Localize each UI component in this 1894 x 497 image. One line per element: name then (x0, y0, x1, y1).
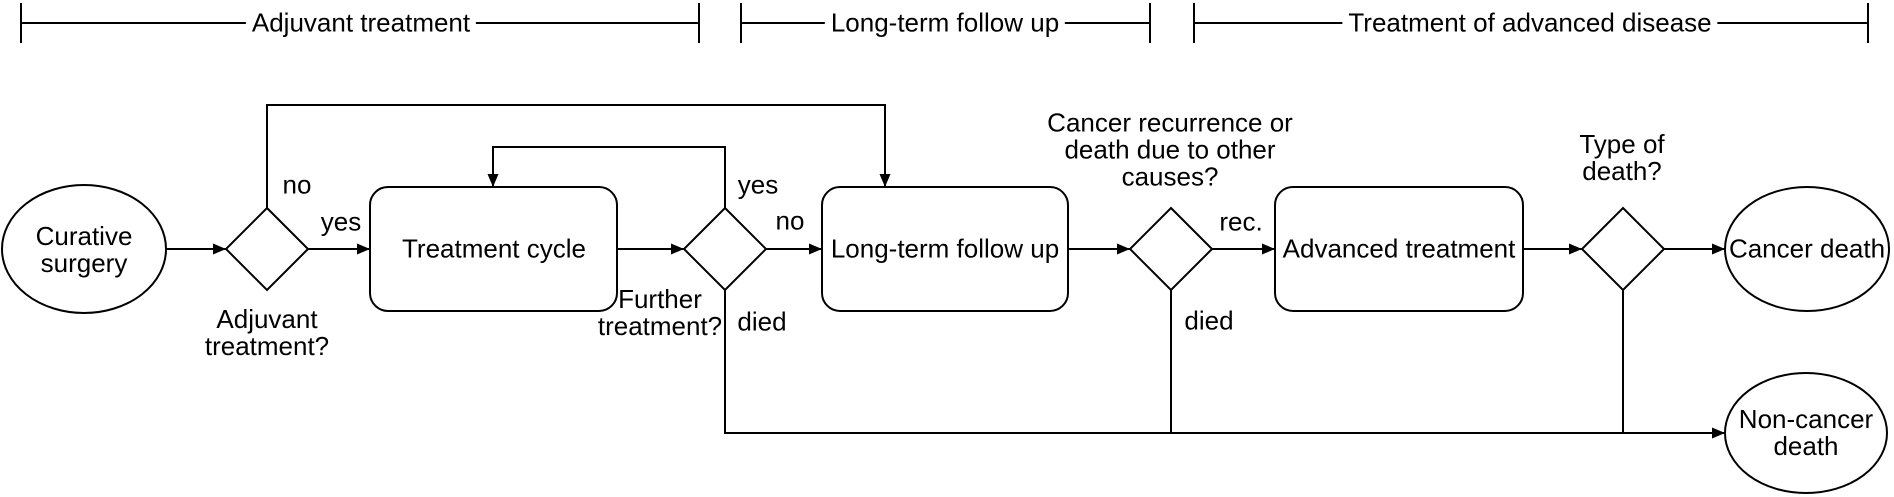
process-long-term-follow-up (821, 186, 1069, 312)
edge-label-adjuvant-no: no (282, 169, 312, 200)
label-type-of-death-question: Type of death? (1579, 129, 1665, 186)
edge-further-died-to-non-cancer-death (724, 290, 1725, 439)
edge-further-yes-loop-to-treatment-cycle (487, 146, 726, 208)
label-treatment-cycle: Treatment cycle (402, 233, 586, 264)
process-treatment-cycle (369, 186, 618, 312)
edge-adjuvant-no-to-long-term-follow-up (266, 104, 891, 208)
edge-label-recurrence-rec: rec. (1219, 206, 1263, 237)
decision-adjuvant-treatment (224, 206, 310, 292)
start-node-curative-surgery (1, 184, 167, 314)
edge-label-further-yes: yes (737, 169, 779, 200)
end-node-non-cancer-death (1724, 372, 1888, 494)
label-advanced-treatment: Advanced treatment (1282, 233, 1516, 264)
process-advanced-treatment (1274, 186, 1524, 312)
decision-cancer-recurrence (1128, 206, 1214, 292)
label-long-term-follow-up: Long-term follow up (830, 233, 1060, 264)
label-curative-surgery: Curative surgery (35, 221, 133, 278)
phase-label-long-term-follow-up: Long-term follow up (824, 9, 1066, 37)
label-adjuvant-treatment-question: Adjuvant treatment? (204, 304, 330, 361)
decision-further-treatment (682, 206, 768, 292)
edge-label-further-died: died (737, 306, 787, 337)
edge-label-further-no: no (775, 205, 805, 236)
label-cancer-recurrence-question: Cancer recurrence or death due to other … (1047, 107, 1293, 192)
phase-label-adjuvant-treatment: Adjuvant treatment (245, 9, 477, 37)
label-cancer-death: Cancer death (1728, 233, 1886, 264)
label-non-cancer-death: Non-cancer death (1738, 404, 1874, 461)
label-further-treatment-question: Further treatment? (597, 284, 723, 341)
edge-label-recurrence-died: died (1184, 305, 1234, 336)
decision-type-of-death (1580, 206, 1666, 292)
end-node-cancer-death (1724, 186, 1890, 312)
edge-label-adjuvant-yes: yes (320, 206, 362, 237)
phase-label-treatment-of-advanced-disease: Treatment of advanced disease (1342, 9, 1718, 37)
